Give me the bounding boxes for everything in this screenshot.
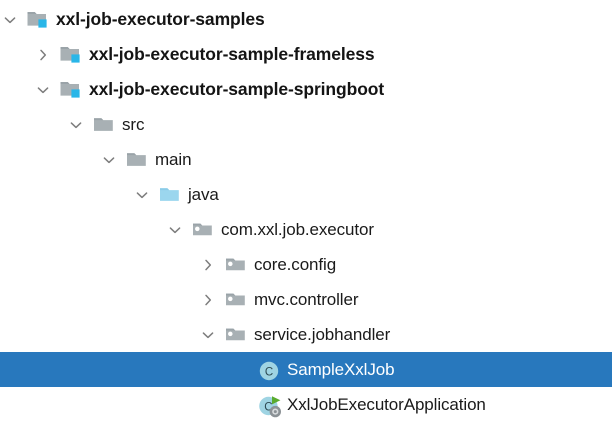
tree-row[interactable]: xxl-job-executor-samples (0, 2, 612, 37)
chevron-right-icon[interactable] (200, 257, 216, 273)
tree-row[interactable]: C XxlJobExecutorApplication (0, 387, 612, 422)
tree-row-label: com.xxl.job.executor (221, 219, 374, 239)
tree-row[interactable]: C SampleXxlJob (0, 352, 612, 387)
package-icon (225, 290, 247, 310)
java-runnable-class-icon: C (258, 395, 281, 417)
chevron-down-icon[interactable] (200, 327, 216, 343)
chevron-right-icon[interactable] (200, 292, 216, 308)
tree-row[interactable]: xxl-job-executor-sample-springboot (0, 72, 612, 107)
module-folder-icon (60, 45, 82, 65)
tree-row-label: main (155, 149, 192, 169)
module-folder-icon (27, 10, 49, 30)
tree-row-label: src (122, 114, 145, 134)
tree-row-label: mvc.controller (254, 289, 359, 309)
tree-row[interactable]: xxl-job-executor-sample-frameless (0, 37, 612, 72)
module-folder-icon (60, 80, 82, 100)
tree-row[interactable]: src (0, 107, 612, 142)
tree-row-label: XxlJobExecutorApplication (287, 394, 486, 414)
tree-row-label: service.jobhandler (254, 324, 391, 344)
package-icon (192, 220, 214, 240)
folder-icon (93, 115, 115, 135)
package-icon (225, 255, 247, 275)
java-class-icon: C (258, 360, 280, 380)
tree-row-label: xxl-job-executor-sample-springboot (89, 79, 385, 99)
tree-row[interactable]: main (0, 142, 612, 177)
chevron-down-icon[interactable] (35, 82, 51, 98)
chevron-down-icon[interactable] (101, 152, 117, 168)
tree-row-label: java (188, 184, 219, 204)
svg-text:C: C (265, 366, 273, 378)
chevron-down-icon[interactable] (68, 117, 84, 133)
tree-row[interactable]: com.xxl.job.executor (0, 212, 612, 247)
package-icon (225, 325, 247, 345)
chevron-down-icon[interactable] (2, 12, 18, 28)
tree-row[interactable]: java (0, 177, 612, 212)
svg-text:C: C (264, 401, 272, 413)
tree-row[interactable]: core.config (0, 247, 612, 282)
tree-row-label: SampleXxlJob (287, 359, 395, 379)
tree-row[interactable]: service.jobhandler (0, 317, 612, 352)
tree-row-label: xxl-job-executor-sample-frameless (89, 44, 375, 64)
tree-row[interactable]: mvc.controller (0, 282, 612, 317)
chevron-down-icon[interactable] (134, 187, 150, 203)
folder-icon (126, 150, 148, 170)
tree-row-label: xxl-job-executor-samples (56, 9, 265, 29)
chevron-down-icon[interactable] (167, 222, 183, 238)
source-folder-icon (159, 185, 181, 205)
chevron-right-icon[interactable] (35, 47, 51, 63)
tree-row-label: core.config (254, 254, 337, 274)
